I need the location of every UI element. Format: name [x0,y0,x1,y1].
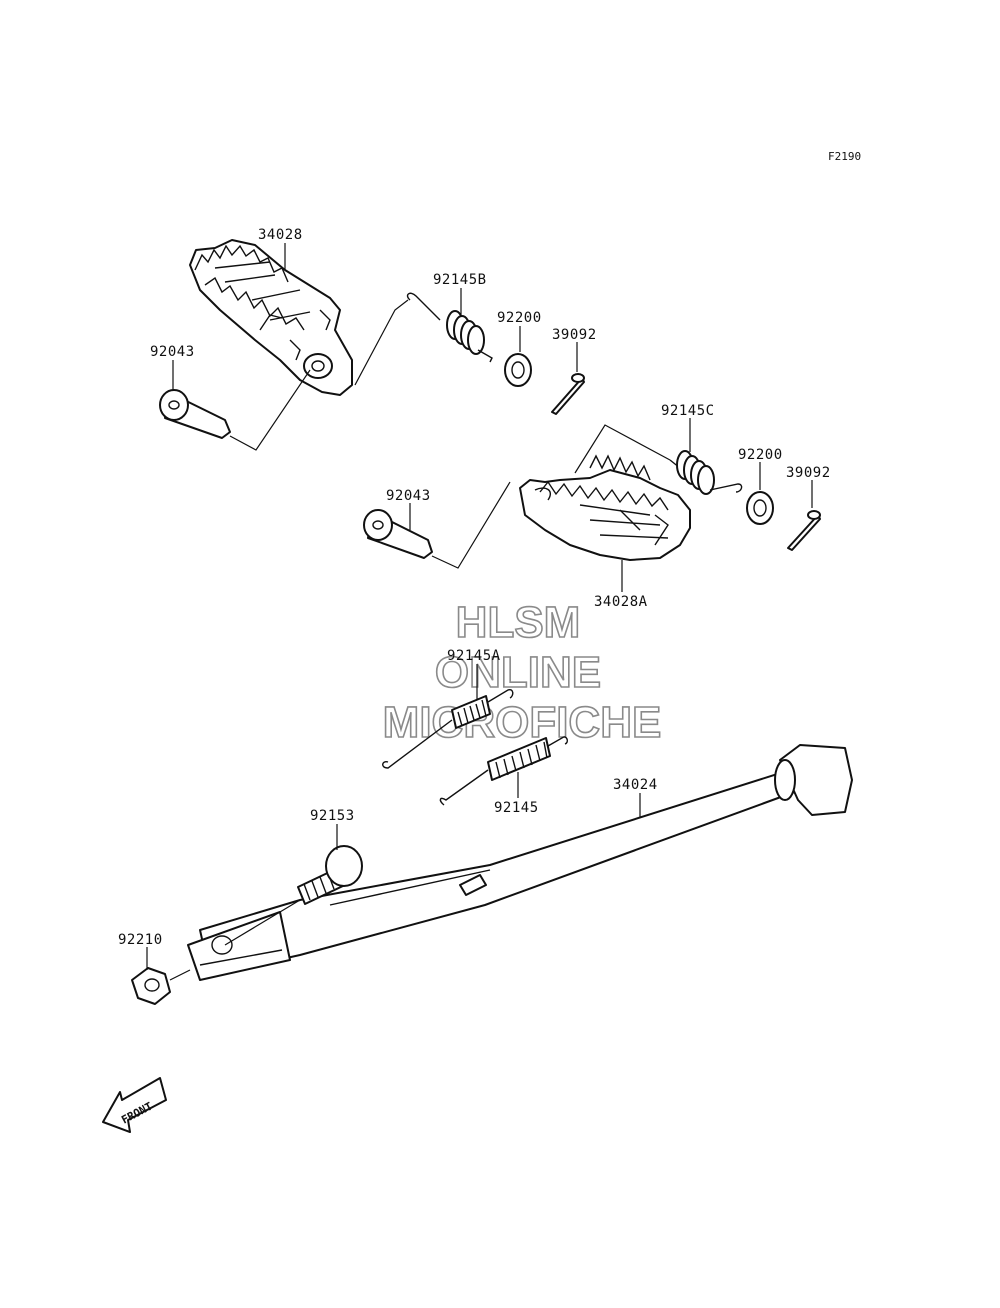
label-cotter-right[interactable]: 39092 [786,465,831,481]
label-cotter-left[interactable]: 39092 [552,327,597,343]
footpeg-right[interactable] [519,454,691,561]
label-spring-left[interactable]: 92145B [433,272,487,288]
label-washer-right[interactable]: 92200 [738,447,783,463]
washer-right[interactable] [746,491,774,525]
assembly-line-spring-left [354,299,409,386]
nut[interactable] [131,967,171,1005]
assembly-line-pin-right [431,481,511,569]
assembly-line-bolt [224,899,301,946]
footpeg-left[interactable] [189,239,353,396]
assembly-line-spring-right [574,424,671,474]
label-nut[interactable]: 92210 [118,932,163,948]
label-stand-spring-a[interactable]: 92145A [447,648,501,664]
front-arrow-icon: FRONT [102,1077,167,1133]
watermark-line-2: ONLINE [435,648,601,697]
label-footpeg-left[interactable]: 34028 [258,227,303,243]
pin-left[interactable] [159,389,231,439]
pin-right[interactable] [363,509,433,559]
figure-code: F2190 [828,150,861,163]
side-stand[interactable] [187,744,853,981]
spring-right[interactable] [669,450,743,495]
assembly-line-nut [169,969,191,981]
label-footpeg-right[interactable]: 34028A [594,594,648,610]
spring-left[interactable] [406,292,493,363]
watermark-line-1: HLSM [456,598,581,647]
cotter-left[interactable] [551,373,585,415]
watermark: HLSM ONLINE MICROFICHE [382,597,662,748]
stand-spring[interactable] [439,736,569,806]
label-stand-spring[interactable]: 92145 [494,800,539,816]
stand-spring-a[interactable] [382,688,514,769]
bolt[interactable] [297,845,363,905]
label-pin-right[interactable]: 92043 [386,488,431,504]
label-washer-left[interactable]: 92200 [497,310,542,326]
label-spring-right[interactable]: 92145C [661,403,715,419]
label-bolt[interactable]: 92153 [310,808,355,824]
label-pin-left[interactable]: 92043 [150,344,195,360]
washer-left[interactable] [504,353,532,387]
label-side-stand[interactable]: 34024 [613,777,658,793]
cotter-right[interactable] [787,510,821,551]
assembly-line-pin-left [229,369,311,451]
watermark-line-3: MICROFICHE [383,698,662,747]
